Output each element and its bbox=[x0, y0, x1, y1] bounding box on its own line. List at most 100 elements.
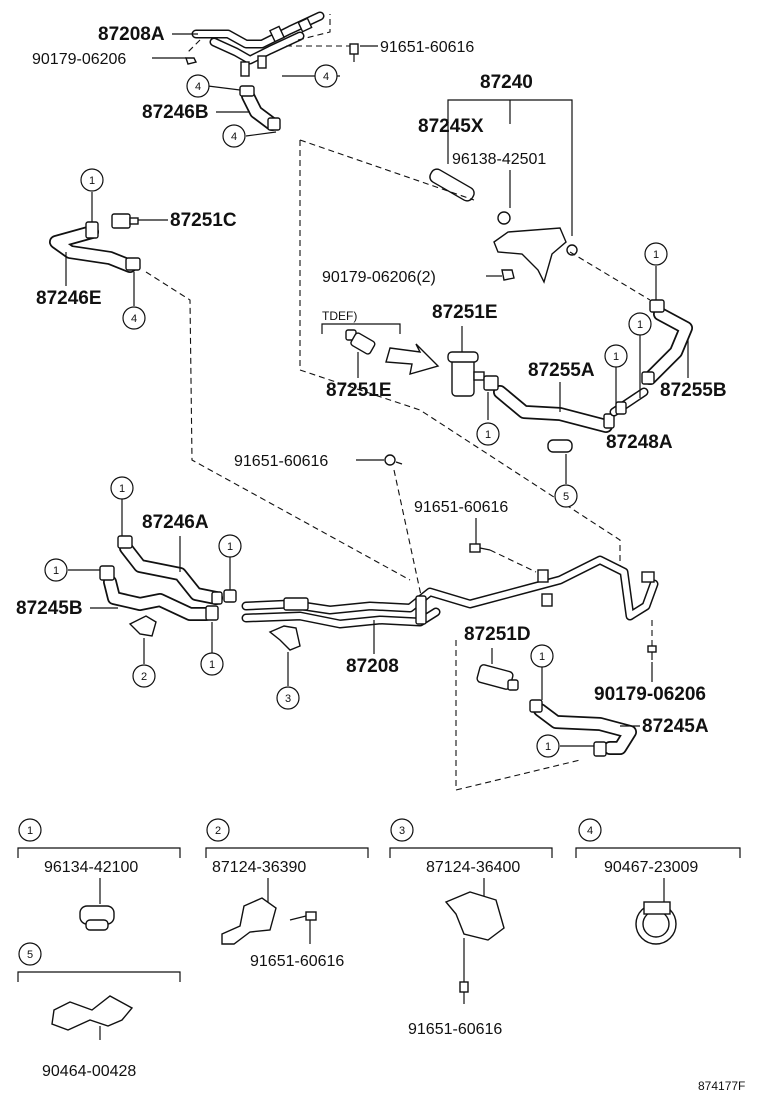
svg-text:1: 1 bbox=[227, 541, 233, 553]
label-91651-60616-top: 91651-60616 bbox=[380, 39, 474, 56]
hose-87246b[interactable] bbox=[239, 85, 281, 131]
label-87245x: 87245X bbox=[418, 116, 484, 137]
hose-87246e[interactable] bbox=[49, 221, 141, 273]
callout-5: 5 bbox=[554, 484, 578, 508]
clamp-icon bbox=[547, 439, 573, 453]
label-87251e-lower: 87251E bbox=[326, 380, 392, 401]
callout-4: 4 bbox=[222, 124, 246, 148]
joint-87248a[interactable] bbox=[609, 387, 649, 417]
svg-text:1: 1 bbox=[209, 659, 215, 671]
svg-text:4: 4 bbox=[131, 313, 137, 325]
clamp-3-icon bbox=[444, 891, 505, 941]
svg-text:1: 1 bbox=[653, 249, 659, 261]
hose-87245a[interactable] bbox=[529, 699, 637, 757]
bolt-icon bbox=[469, 543, 491, 553]
clamp-87124-36400-icon bbox=[268, 625, 301, 651]
callout-1: 1 bbox=[44, 558, 68, 582]
svg-text:1: 1 bbox=[613, 351, 619, 363]
legend-item-1: 1 96134-42100 bbox=[17, 818, 181, 931]
label-87246a: 87246A bbox=[142, 512, 209, 533]
legend-part-96134-42100: 96134-42100 bbox=[44, 859, 138, 876]
svg-text:5: 5 bbox=[27, 949, 33, 961]
callout-1: 1 bbox=[218, 534, 242, 558]
label-87248a: 87248A bbox=[606, 432, 673, 453]
bolt-icon bbox=[647, 645, 657, 660]
callout-1: 1 bbox=[604, 344, 628, 368]
legend-part-90464-00428: 90464-00428 bbox=[42, 1063, 136, 1080]
svg-text:1: 1 bbox=[485, 429, 491, 441]
legend-item-4: 4 90467-23009 bbox=[575, 818, 741, 945]
callout-1: 1 bbox=[536, 734, 560, 758]
svg-text:1: 1 bbox=[119, 483, 125, 495]
callout-2: 2 bbox=[132, 664, 156, 688]
callout-1: 1 bbox=[200, 652, 224, 676]
label-87246b: 87246B bbox=[142, 102, 209, 123]
hose-87245b[interactable] bbox=[99, 565, 219, 621]
svg-text:4: 4 bbox=[323, 71, 329, 83]
legend-item-5: 5 90464-00428 bbox=[17, 942, 181, 1080]
clamp-2-icon bbox=[221, 897, 277, 945]
label-87246e: 87246E bbox=[36, 288, 102, 309]
bolt-icon bbox=[289, 911, 317, 921]
callout-3: 3 bbox=[276, 686, 300, 710]
svg-text:1: 1 bbox=[53, 565, 59, 577]
svg-text:5: 5 bbox=[563, 491, 569, 503]
sensor-87251d[interactable] bbox=[476, 664, 519, 691]
callout-1: 1 bbox=[80, 168, 104, 192]
callout-1: 1 bbox=[110, 476, 134, 500]
callout-1: 1 bbox=[530, 644, 554, 668]
arrow-icon bbox=[385, 343, 440, 375]
callout-1: 1 bbox=[628, 312, 652, 336]
label-96138-42501: 96138-42501 bbox=[452, 151, 546, 168]
label-87245b: 87245B bbox=[16, 598, 83, 619]
pipe-assembly-87208[interactable] bbox=[241, 555, 659, 629]
label-87208: 87208 bbox=[346, 656, 399, 677]
clip-4-icon bbox=[635, 901, 677, 945]
legend-part-90467-23009: 90467-23009 bbox=[604, 859, 698, 876]
svg-text:4: 4 bbox=[195, 81, 201, 93]
label-91651-60616-right: 91651-60616 bbox=[414, 499, 508, 516]
hose-87255b[interactable] bbox=[641, 299, 693, 385]
clip-1-icon bbox=[79, 905, 115, 931]
valve-87251c[interactable] bbox=[111, 213, 139, 229]
callout-4: 4 bbox=[186, 74, 210, 98]
svg-text:2: 2 bbox=[141, 671, 147, 683]
label-87240: 87240 bbox=[480, 72, 533, 93]
svg-text:1: 1 bbox=[539, 651, 545, 663]
drawing-code: 874177F bbox=[698, 1079, 745, 1093]
svg-text:1: 1 bbox=[545, 741, 551, 753]
label-90179-06206-mid: 90179-06206 bbox=[594, 684, 706, 705]
callout-4: 4 bbox=[314, 64, 338, 88]
bracket-87240[interactable] bbox=[493, 211, 578, 284]
callout-4: 4 bbox=[122, 306, 146, 330]
legend-part-87124-36400: 87124-36400 bbox=[426, 859, 520, 876]
label-87251e-upper: 87251E bbox=[432, 302, 498, 323]
label-87208a: 87208A bbox=[98, 24, 165, 45]
legend-bolt-3: 91651-60616 bbox=[408, 1021, 502, 1038]
hose-87255a[interactable] bbox=[483, 375, 615, 433]
callout-1: 1 bbox=[476, 422, 500, 446]
svg-text:1: 1 bbox=[637, 319, 643, 331]
clip-icon bbox=[185, 57, 198, 65]
sensor-87251e-right[interactable] bbox=[447, 351, 485, 397]
label-90179-06206-2: 90179-06206(2) bbox=[322, 269, 436, 286]
svg-text:3: 3 bbox=[399, 825, 405, 837]
pipe-assembly-87208a[interactable] bbox=[191, 11, 325, 77]
legend-item-2: 2 87124-36390 91651-60616 bbox=[205, 818, 369, 970]
pipe-87245x[interactable] bbox=[428, 167, 477, 203]
label-87251d: 87251D bbox=[464, 624, 531, 645]
legend-item-3: 3 87124-36400 91651-60616 bbox=[389, 818, 553, 1038]
callout-1: 1 bbox=[644, 242, 668, 266]
label-91651-60616-mid: 91651-60616 bbox=[234, 453, 328, 470]
legend-part-87124-36390: 87124-36390 bbox=[212, 859, 306, 876]
svg-text:1: 1 bbox=[27, 825, 33, 837]
label-87245a: 87245A bbox=[642, 716, 709, 737]
label-90179-06206-top: 90179-06206 bbox=[32, 51, 126, 68]
svg-text:4: 4 bbox=[231, 131, 237, 143]
sensor-87251e-left[interactable] bbox=[345, 329, 376, 355]
label-87255b: 87255B bbox=[660, 380, 727, 401]
bolt-icon bbox=[384, 454, 403, 466]
hose-87246a[interactable] bbox=[117, 535, 237, 605]
svg-text:4: 4 bbox=[587, 825, 593, 837]
